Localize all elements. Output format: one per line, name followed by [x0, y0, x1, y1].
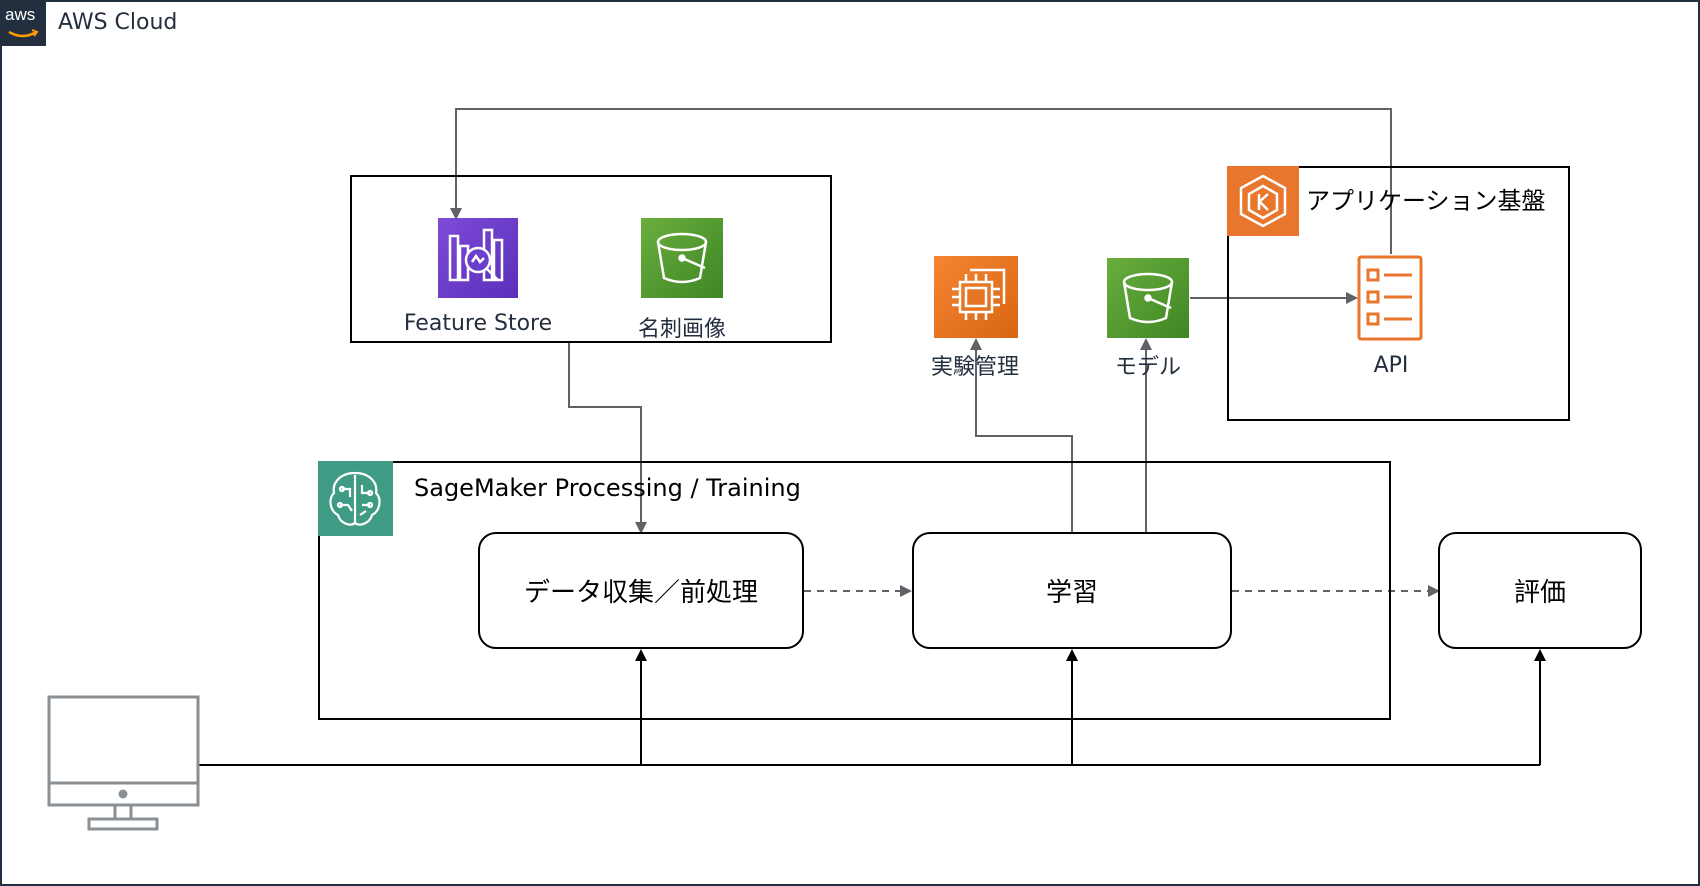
aws-logo-text: aws [5, 5, 36, 24]
experiment-management-label: 実験管理 [930, 355, 1020, 380]
compute-chip-icon [934, 256, 1018, 338]
monitor-icon [47, 695, 201, 835]
s3-bucket-icon [641, 218, 723, 298]
evaluation-label: 評価 [1513, 578, 1566, 608]
application-platform-box [1227, 166, 1570, 421]
sagemaker-title: SageMaker Processing / Training [414, 474, 801, 502]
model-bucket-icon [1107, 258, 1189, 338]
data-prep-step: データ収集／前処理 [478, 532, 804, 649]
api-checklist-icon [1356, 254, 1424, 342]
data-group-box [350, 175, 832, 343]
training-to-experiment-arrow [970, 338, 1073, 532]
data-to-prep-arrow [568, 343, 647, 534]
kubernetes-icon [1227, 166, 1299, 236]
data-prep-label: データ収集／前処理 [523, 578, 758, 608]
application-platform-title: アプリケーション基盤 [1306, 187, 1546, 215]
model-label: モデル [1114, 355, 1182, 380]
aws-cloud-label: AWS Cloud [58, 10, 178, 35]
sagemaker-group-box [318, 461, 1391, 720]
sagemaker-brain-icon [318, 461, 393, 536]
api-label: API [1373, 353, 1409, 378]
api-to-feature-store-arrow [450, 108, 1392, 254]
feature-store-label: Feature Store [403, 311, 553, 336]
training-step: 学習 [912, 532, 1232, 649]
evaluation-step: 評価 [1438, 532, 1642, 649]
business-card-images-label: 名刺画像 [637, 317, 727, 342]
aws-logo-icon: aws [0, 0, 46, 46]
feature-store-icon [438, 218, 518, 298]
training-label: 学習 [1045, 578, 1098, 608]
